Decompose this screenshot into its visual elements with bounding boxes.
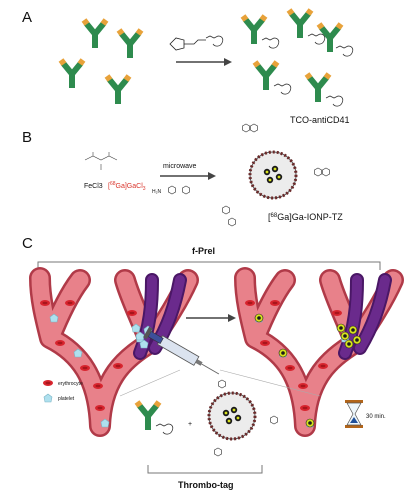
syringe-icon <box>143 326 220 375</box>
gacl3-label: [68Ga]GaCl3 <box>108 181 146 192</box>
zoom-lines <box>119 369 321 397</box>
legend-platelet: platelet <box>58 396 75 402</box>
reaction-arrow-icon <box>186 314 236 322</box>
panel-b-letter: B <box>22 129 32 146</box>
time-label: 30 min. <box>366 414 386 420</box>
reaction-arrow-icon <box>160 172 216 180</box>
reaction-arrow-icon <box>176 58 232 66</box>
nanoparticle-icon <box>207 379 278 457</box>
tco-reagent-icon <box>169 35 224 51</box>
tco-anticd41-label: TCO-antiCD41 <box>290 115 350 125</box>
thrombo-tag-label: Thrombo-tag <box>178 480 234 490</box>
fecl3-label: FeCl3 <box>84 183 103 190</box>
legend-erythrocyte: erythrocyte <box>58 381 83 387</box>
citrate-structure-icon <box>84 152 118 170</box>
f-prel-label: f-PreI <box>192 246 215 256</box>
panel-a-letter: A <box>22 9 32 26</box>
blood-vessel-icon <box>40 278 188 427</box>
panel-c-letter: C <box>22 235 33 252</box>
antibody-tco-icon <box>243 10 354 107</box>
bottom-bracket <box>147 465 263 474</box>
antibody-icon <box>61 20 141 104</box>
hourglass-icon <box>345 400 363 428</box>
plus-sign: + <box>188 421 192 428</box>
tetrazine-linker-icon <box>168 185 190 195</box>
nanoparticle-icon <box>222 123 330 227</box>
legend: erythrocyte platelet <box>43 380 83 403</box>
ga-iont-tz-label: [68Ga]Ga-IONP-TZ <box>268 212 343 222</box>
top-bracket <box>37 261 381 270</box>
nh2-label: H₂N <box>152 189 162 195</box>
blood-vessel-icon <box>245 278 393 427</box>
microwave-label: microwave <box>163 163 197 170</box>
